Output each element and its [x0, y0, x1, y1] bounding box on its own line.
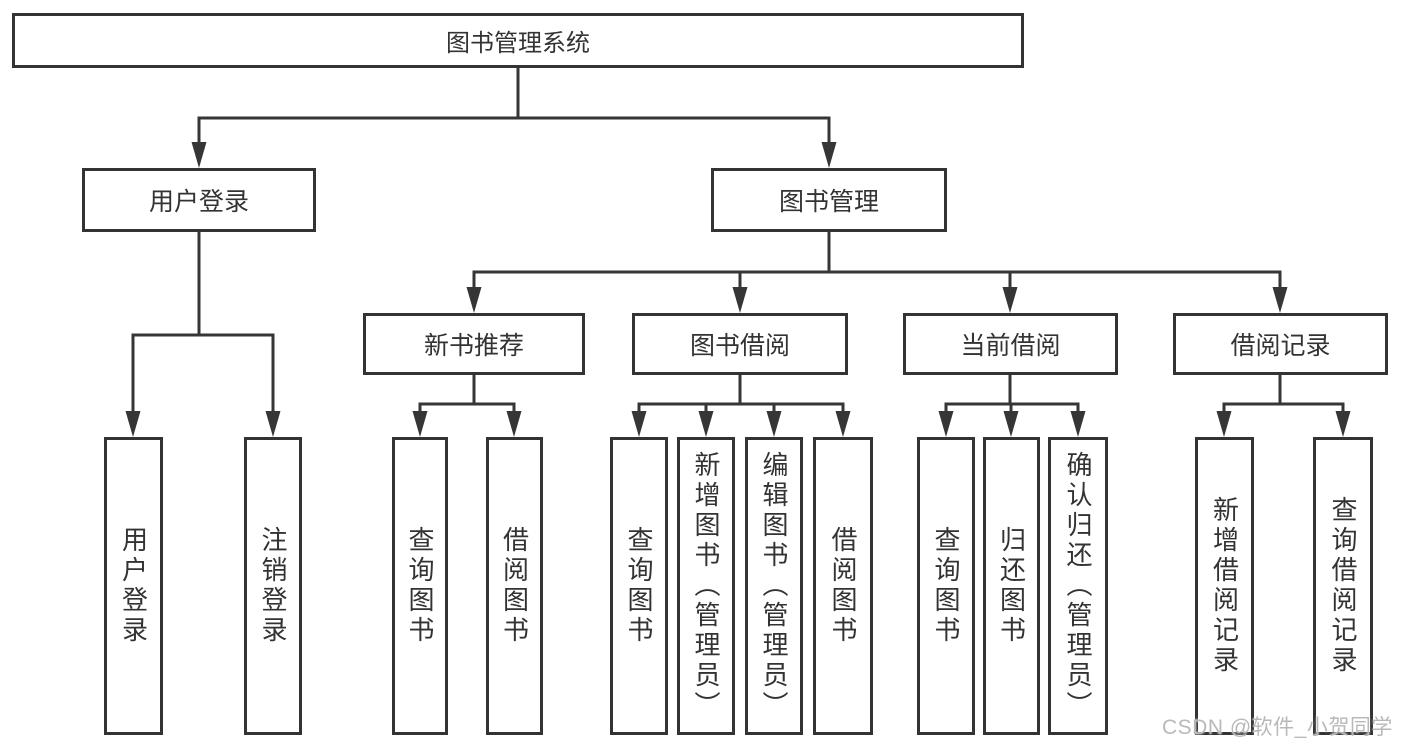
node-current-return-books-label: 归还图书: [996, 526, 1027, 646]
node-current-borrowing: 当前借阅: [903, 313, 1118, 375]
node-current-confirm-return-admin: 确认归还（管理员）: [1048, 437, 1108, 735]
node-borrowing-add-books-admin-label: 新增图书（管理员）: [691, 451, 721, 721]
node-book-management-label: 图书管理: [778, 188, 879, 216]
node-book-borrowing: 图书借阅: [632, 313, 848, 375]
arrow-down-icon: [191, 142, 207, 168]
arrow-down-icon: [1216, 411, 1232, 437]
node-recommend-borrow-books-label: 借阅图书: [499, 526, 530, 646]
arrow-down-icon: [821, 142, 837, 168]
arrow-down-icon: [1070, 411, 1086, 437]
arrow-down-icon: [835, 411, 851, 437]
connector-book-management-to-level3: [472, 230, 1282, 294]
arrow-down-icon: [412, 411, 428, 437]
arrow-down-icon: [698, 411, 714, 437]
node-current-query-books: 查询图书: [917, 437, 975, 735]
arrow-down-icon: [766, 411, 782, 437]
node-borrowing-add-books-admin: 新增图书（管理员）: [677, 437, 735, 735]
arrow-down-icon: [732, 287, 748, 313]
node-leaf-logout-label: 注销登录: [258, 526, 288, 646]
connector-current-borrowing-to-leaves: [944, 373, 1080, 416]
node-library-system-label: 图书管理系统: [446, 30, 590, 57]
arrow-down-icon: [506, 411, 522, 437]
connector-borrowing-records-to-leaves: [1222, 373, 1345, 416]
arrow-down-icon: [1272, 287, 1288, 313]
node-recommend-query-books: 查询图书: [392, 437, 448, 735]
arrow-down-icon: [1335, 411, 1351, 437]
node-borrowing-records: 借阅记录: [1173, 313, 1388, 375]
node-user-login: 用户登录: [82, 168, 316, 232]
node-current-borrowing-label: 当前借阅: [960, 332, 1061, 360]
arrowheads: [125, 142, 1351, 437]
arrow-down-icon: [1003, 411, 1019, 437]
node-borrowing-edit-books-admin-label: 编辑图书（管理员）: [759, 451, 789, 721]
connector-root-to-level2: [197, 66, 831, 148]
node-leaf-user-login-label: 用户登录: [118, 526, 149, 646]
node-recommend-borrow-books: 借阅图书: [486, 437, 543, 735]
node-library-system: 图书管理系统: [12, 13, 1024, 68]
arrow-down-icon: [1002, 287, 1018, 313]
node-borrowing-query-books-label: 查询图书: [624, 526, 654, 646]
node-recommend-query-books-label: 查询图书: [405, 526, 435, 646]
arrow-down-icon: [631, 411, 647, 437]
node-book-borrowing-label: 图书借阅: [689, 332, 790, 360]
node-current-query-books-label: 查询图书: [931, 526, 961, 646]
connector-user-login-to-leaves: [131, 230, 275, 417]
node-borrowing-records-label: 借阅记录: [1230, 332, 1331, 360]
node-leaf-user-login: 用户登录: [104, 437, 163, 735]
node-borrowing-borrow-books-label: 借阅图书: [828, 526, 858, 646]
arrow-down-icon: [125, 411, 141, 437]
arrow-down-icon: [938, 411, 954, 437]
arrow-down-icon: [466, 287, 482, 313]
node-user-login-label: 用户登录: [148, 188, 249, 216]
node-records-add-record: 新增借阅记录: [1195, 437, 1254, 735]
watermark: CSDN @软件_小贺同学: [1162, 716, 1393, 739]
node-borrowing-query-books: 查询图书: [610, 437, 668, 735]
arrow-down-icon: [265, 411, 281, 437]
node-borrowing-borrow-books: 借阅图书: [813, 437, 873, 735]
node-current-confirm-return-admin-label: 确认归还（管理员）: [1063, 451, 1093, 721]
node-borrowing-edit-books-admin: 编辑图书（管理员）: [745, 437, 803, 735]
node-new-book-recommend-label: 新书推荐: [423, 332, 524, 360]
connector-book-borrowing-to-leaves: [637, 373, 845, 416]
node-leaf-logout: 注销登录: [244, 437, 302, 735]
node-records-query-record: 查询借阅记录: [1313, 437, 1373, 735]
node-book-management: 图书管理: [711, 168, 947, 232]
node-records-add-record-label: 新增借阅记录: [1209, 496, 1240, 676]
node-new-book-recommend: 新书推荐: [363, 313, 585, 375]
node-records-query-record-label: 查询借阅记录: [1328, 496, 1358, 676]
connector-new-book-recommend-to-leaves: [418, 373, 516, 416]
node-current-return-books: 归还图书: [983, 437, 1040, 735]
